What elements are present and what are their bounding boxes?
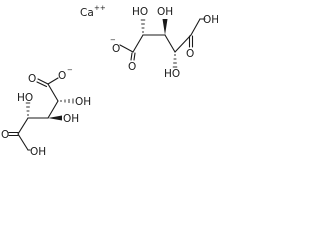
label-b-oh-c6: OH [30, 146, 46, 158]
charge-b-ominus: − [67, 66, 73, 74]
label-b-odouble: O [28, 73, 36, 85]
label-calcium: Ca [80, 7, 94, 19]
hash-b-c4-oh [25, 102, 31, 116]
label-ketone-top: O [186, 48, 194, 60]
bond-c4-c5 [174, 34, 192, 53]
bond-b-c1-ominus [47, 77, 59, 85]
hash-b-c2-oh [60, 98, 74, 104]
bond-c5-c6 [190, 18, 201, 36]
label-b-ominus: O [58, 70, 66, 82]
label-oh-c6-top: OH [203, 14, 218, 26]
label-oh-c2-top: HO [132, 6, 148, 18]
label-b-ho-c4: HO [17, 92, 33, 104]
bond-c3-c4 [164, 34, 176, 53]
bond-b-c5-c6 [17, 133, 29, 151]
wedge-c3-oh [162, 19, 168, 35]
charge-ominus-top: − [110, 36, 116, 44]
anion-top: O − O HO OH HO O OH [110, 6, 218, 80]
bond-b-c2-c3 [47, 100, 59, 119]
bond-c1-ominus [119, 44, 134, 53]
anion-bottom: O O − OH OH HO O OH [1, 66, 91, 158]
label-b-oh-c3: OH [63, 113, 79, 125]
label-oh-c3-top: OH [157, 6, 173, 18]
chemical-structure: O − O HO OH HO O OH Ca ++ [1, 4, 218, 158]
label-odouble-top: O [128, 61, 136, 73]
label-b-ketone: O [1, 129, 9, 141]
bond-c1-c2 [132, 34, 144, 53]
bond-b-c1-odouble-a [37, 78, 49, 85]
label-oh-c4-top: HO [164, 68, 180, 80]
bond-b-c4-c5 [17, 117, 29, 135]
hash-c4-oh [172, 54, 178, 68]
bond-c1-odouble-a [130, 52, 133, 61]
bond-b-c1-odouble-b [36, 81, 48, 88]
bond-b-c1-c2 [47, 83, 59, 102]
hash-c2-oh [140, 19, 146, 33]
wedge-b-c3-oh [48, 115, 62, 121]
label-ominus-top: O [112, 43, 120, 55]
calcium-ion: Ca ++ [80, 4, 106, 19]
label-b-oh-c2: OH [75, 96, 91, 108]
charge-calcium: ++ [94, 4, 106, 12]
bond-c1-odouble-b [133, 52, 136, 61]
